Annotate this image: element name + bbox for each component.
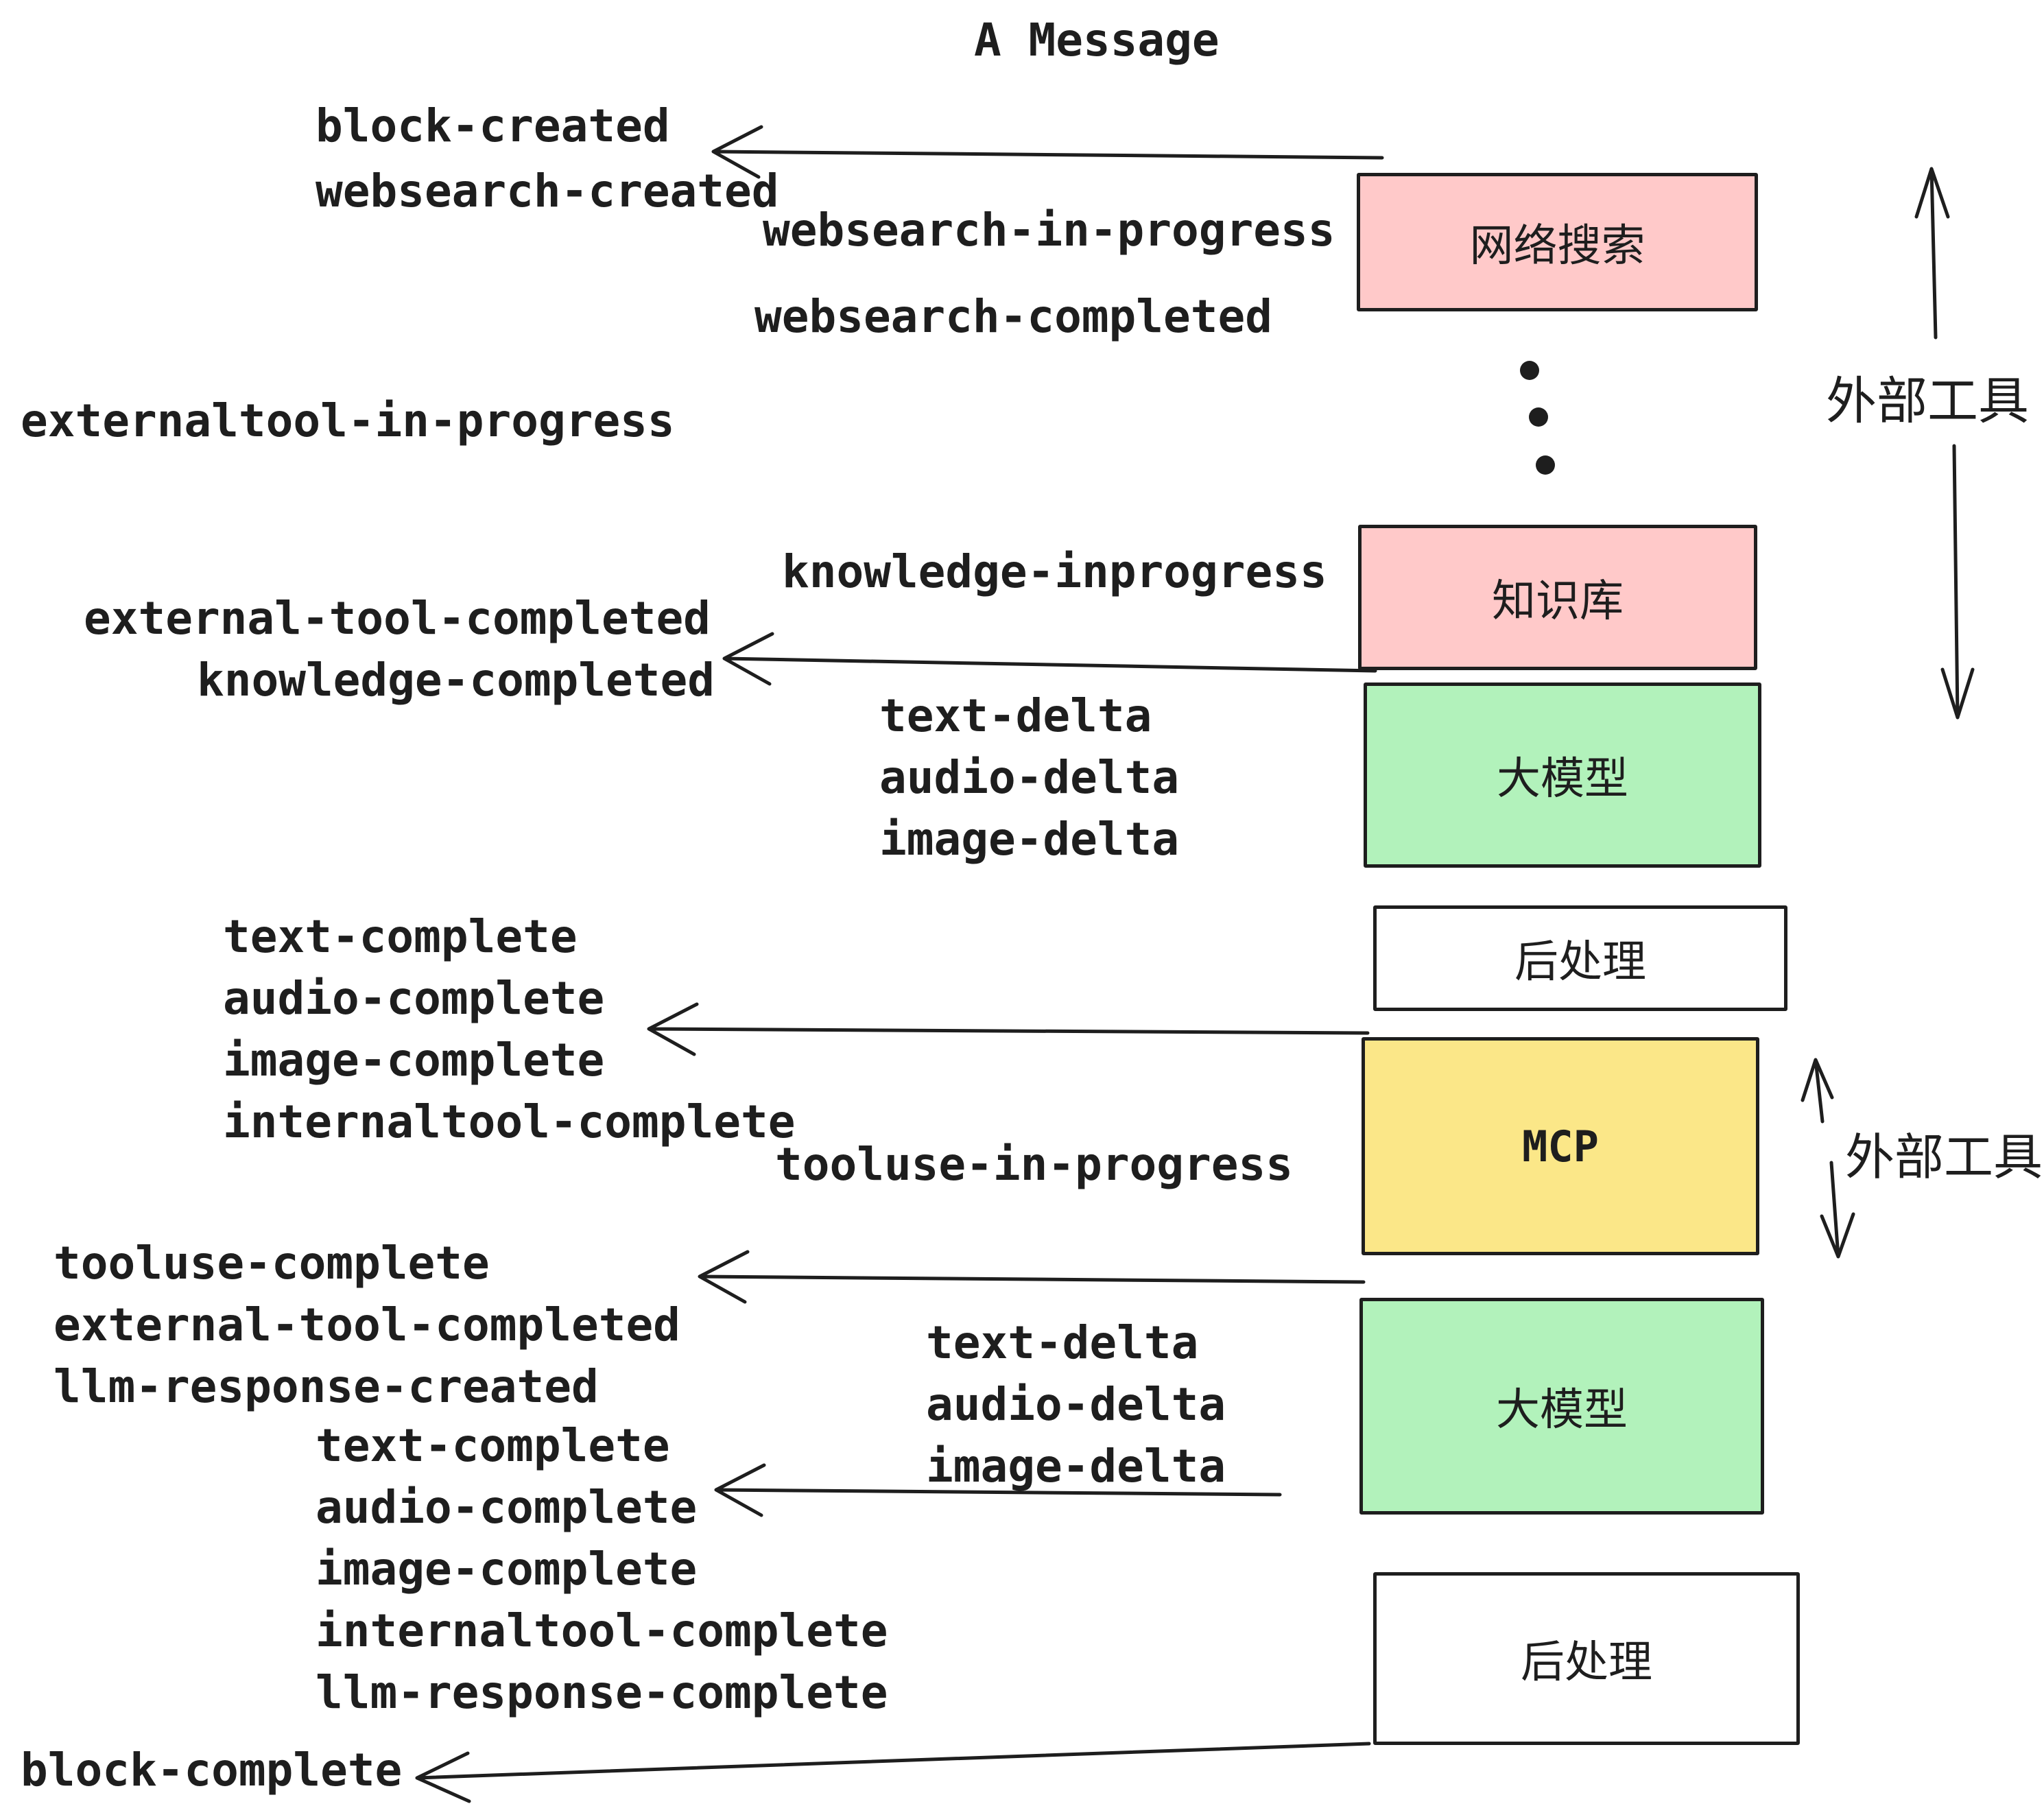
event-externaltool-in-progress: externaltool-in-progress [21, 394, 675, 447]
event-text-delta-1: text-delta [879, 689, 1152, 742]
box-llm-1: 大模型 [1364, 683, 1761, 868]
ellipsis-dots [1520, 361, 1555, 475]
event-knowledge-inprogress: knowledge-inprogress [782, 545, 1327, 598]
event-text-complete-2: text-complete [316, 1419, 670, 1472]
event-tooluse-in-progress: tooluse-in-progress [775, 1138, 1293, 1191]
event-image-complete-2: image-complete [316, 1543, 698, 1595]
event-llm-response-created: llm-response-created [54, 1360, 599, 1413]
box-postprocess-2: 后处理 [1373, 1572, 1800, 1745]
event-audio-delta-2: audio-delta [926, 1378, 1226, 1431]
box-llm-2-label: 大模型 [1496, 1385, 1628, 1436]
event-websearch-completed: websearch-completed [754, 290, 1272, 343]
box-postprocess-2-label: 后处理 [1521, 1637, 1652, 1688]
box-mcp: MCP [1362, 1037, 1759, 1255]
event-audio-complete-2: audio-complete [316, 1481, 698, 1534]
external-tools-top-down-arrow [1940, 444, 1975, 720]
event-text-delta-2: text-delta [926, 1316, 1199, 1369]
box-knowledge-label: 知识库 [1492, 576, 1624, 627]
event-audio-delta-1: audio-delta [879, 751, 1180, 804]
external-tools-top-up-arrow [1914, 167, 1950, 340]
event-external-tool-completed-2: external-tool-completed [54, 1298, 680, 1351]
box-postprocess-1-label: 后处理 [1514, 937, 1646, 988]
event-block-complete: block-complete [21, 1744, 403, 1796]
event-llm-response-complete: llm-response-complete [316, 1666, 888, 1719]
arrow-post1-to-complete-group [647, 1002, 1370, 1056]
event-internaltool-complete-1: internaltool-complete [223, 1095, 796, 1148]
box-mcp-label: MCP [1522, 1121, 1599, 1172]
event-image-delta-2: image-delta [926, 1440, 1226, 1493]
arrow-knowledge-to-completed [722, 632, 1377, 686]
box-llm-2: 大模型 [1359, 1298, 1764, 1515]
box-knowledge: 知识库 [1358, 525, 1757, 670]
event-knowledge-completed: knowledge-completed [197, 654, 715, 707]
external-tools-bottom-up-arrow [1801, 1058, 1834, 1124]
box-postprocess-1: 后处理 [1373, 905, 1787, 1011]
event-websearch-in-progress: websearch-in-progress [763, 204, 1335, 257]
event-external-tool-completed: external-tool-completed [84, 592, 711, 645]
box-websearch: 网络搜索 [1357, 173, 1758, 311]
event-block-created: block-created [316, 99, 670, 152]
arrow-llm2-to-tooluse-complete [698, 1250, 1366, 1304]
external-tools-top-label: 外部工具 [1826, 372, 2029, 431]
event-text-complete-1: text-complete [223, 910, 578, 963]
event-tooluse-complete: tooluse-complete [54, 1237, 490, 1290]
page-title: A Message [974, 14, 1220, 67]
event-audio-complete-1: audio-complete [223, 972, 605, 1025]
event-internaltool-complete-2: internaltool-complete [316, 1604, 888, 1657]
event-websearch-created: websearch-created [316, 165, 779, 217]
event-image-complete-1: image-complete [223, 1034, 605, 1087]
arrow-post2-to-block-complete [415, 1742, 1371, 1803]
box-websearch-label: 网络搜索 [1469, 221, 1645, 272]
external-tools-bottom-label: 外部工具 [1845, 1128, 2043, 1186]
event-image-delta-1: image-delta [879, 813, 1180, 866]
box-llm-1-label: 大模型 [1497, 754, 1628, 805]
arrow-websearch-to-created [711, 125, 1384, 179]
